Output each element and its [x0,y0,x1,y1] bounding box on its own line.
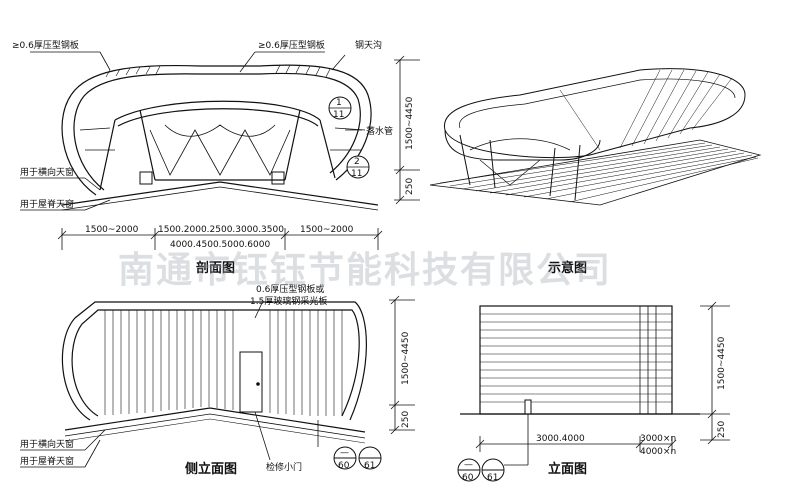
label-downpipe: 落水管 [366,125,393,137]
label-lateral: 用于横向天窗 [20,166,74,178]
perspective-view [429,68,762,206]
elevation-dim-n2: 4000×n [640,447,676,457]
side-dim-base: 250 [401,411,411,428]
side-dim-vertical [389,295,415,435]
section-detail2-num: 2 [354,157,360,167]
section-roof-slope [61,181,379,206]
label-ridge: 用于屋脊天窗 [20,198,74,210]
side-title: 侧立面图 [185,461,237,477]
elevation-dim-height: 1500~4450 [717,336,727,390]
section-dim-left: 1500~2000 [85,225,139,235]
section-detail-2 [346,155,370,179]
label-steel-mid: ≥0.6厚压型钢板 [258,39,325,51]
section-dim-total: 4000.4500.5000.6000 [170,240,270,250]
side-detail-num: — [340,448,349,458]
elevation-dim-horizontal [475,436,677,452]
elevation-detail-a: 60 [462,473,474,483]
section-detail2-sheet: 11 [351,169,362,179]
section-dim-horizontal [57,228,383,250]
elevation-dim-n1: 3000×n [640,434,676,444]
elevation-dim-base: 250 [717,421,727,438]
section-dim-height: 1500~4450 [405,96,415,150]
section-detail-1 [328,96,352,120]
elevation-detail-num: — [464,460,473,470]
label-gutter: 钢天沟 [355,39,382,51]
elevation-dim-vertical [700,301,730,445]
side-door [239,351,263,413]
perspective-title: 示意图 [548,260,587,276]
side-label-sheet2: 1.5厚玻璃钢采光板 [250,295,327,307]
section-dim-base: 250 [405,178,415,195]
side-label-sheet1: 0.6厚压型钢板或 [256,283,324,295]
section-top-arch-inner [117,108,319,127]
section-inner-shell [73,72,361,191]
section-view [61,64,379,211]
elevation-dim-width: 3000.4000 [536,434,585,444]
elevation-view [460,305,700,415]
side-outer [61,301,367,421]
elevation-detail-circles [457,414,529,482]
section-outer-shell [61,64,372,196]
side-dim-height: 1500~4450 [401,331,411,385]
side-detail-circles [317,420,382,470]
section-title: 剖面图 [196,260,235,276]
side-label-door: 检修小门 [266,461,302,473]
side-detail-b: 61 [364,461,375,471]
side-view [61,301,367,444]
side-inner [71,309,360,417]
section-shell-hatch [105,64,331,78]
elevation-slats [480,313,672,403]
elevation-title: 立面图 [548,461,587,477]
watermark-text: 南通市钰钰节能科技有限公司 [118,250,612,291]
section-top-arch [114,100,321,121]
side-label-lateral: 用于横向天窗 [20,438,74,450]
section-dim-vertical [394,55,420,205]
side-ribs [104,310,343,416]
elevation-detail-b: 61 [487,473,498,483]
section-leaders [20,51,362,211]
side-leaders [20,302,271,468]
label-steel-left: ≥0.6厚压型钢板 [12,39,79,51]
side-detail-a: 60 [338,461,350,471]
perspective-top [443,68,746,159]
section-detail1-sheet: 11 [333,110,344,120]
section-dim-mid: 1500.2000.2500.3000.3500 [158,225,284,235]
section-detail1-num: 1 [336,98,342,108]
section-dim-right: 1500~2000 [300,225,354,235]
side-label-ridge: 用于屋脊天窗 [20,455,74,467]
